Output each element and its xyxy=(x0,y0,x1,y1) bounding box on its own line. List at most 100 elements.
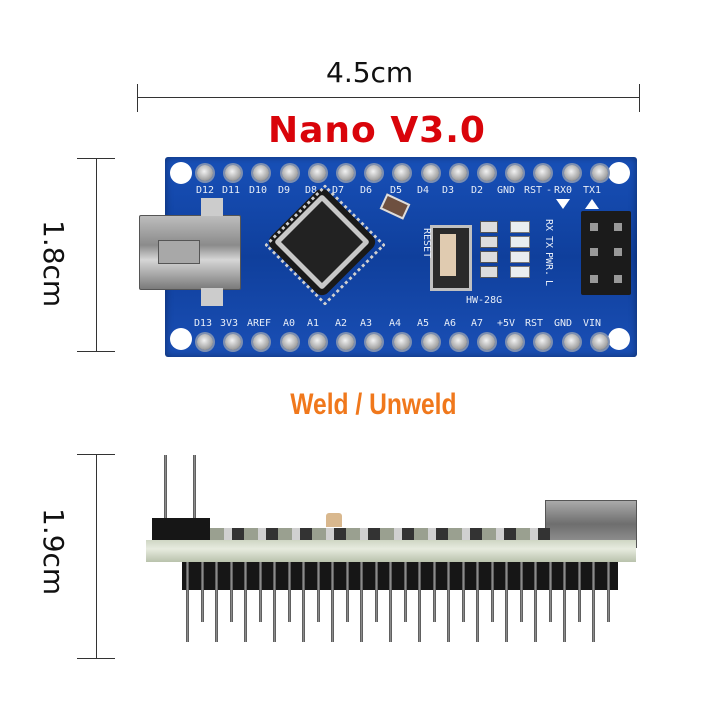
pin-pad xyxy=(281,334,298,350)
components-side xyxy=(210,528,550,542)
side-height-dimension-line xyxy=(96,454,97,659)
pin-pad xyxy=(338,165,354,181)
pin-label-d10: D10 xyxy=(248,185,268,196)
side-height-dimension-tick-top xyxy=(77,454,115,455)
side-height-dimension-tick-bottom xyxy=(77,658,115,659)
header-pin xyxy=(258,562,262,622)
pin-label-a5: A5 xyxy=(416,318,430,329)
icsp-pin xyxy=(590,275,598,283)
pin-label-d5: D5 xyxy=(389,185,403,196)
pin-label-d12: D12 xyxy=(195,185,215,196)
pin-label-dash: - xyxy=(546,185,553,196)
height-dimension-tick-top xyxy=(77,158,115,159)
header-pin xyxy=(244,562,247,642)
header-pin xyxy=(403,562,407,622)
pin-pad xyxy=(281,165,298,181)
pin-label-a3: A3 xyxy=(359,318,373,329)
header-pin xyxy=(505,562,508,642)
header-pin xyxy=(432,562,436,622)
pin-label-5v: +5V xyxy=(496,318,516,329)
pin-header-side xyxy=(182,562,618,590)
led-label-tx: TX xyxy=(543,236,554,249)
pin-pad xyxy=(225,334,242,350)
pin-label-aref: AREF xyxy=(246,318,272,329)
pin-pad xyxy=(479,334,495,350)
resistor xyxy=(480,236,498,248)
header-pin xyxy=(331,562,334,642)
product-title: Nano V3.0 xyxy=(268,110,486,151)
icsp-pin xyxy=(614,275,622,283)
height-dimension-tick-bottom xyxy=(77,351,115,352)
led-label-rx: RX xyxy=(543,219,554,232)
pin-label-tx1: TX1 xyxy=(582,185,602,196)
pin-pad xyxy=(422,165,439,181)
pin-pad xyxy=(366,334,383,350)
pin-pad xyxy=(591,334,608,350)
pin-pad xyxy=(563,165,580,181)
pin-pad xyxy=(591,165,608,181)
header-pin xyxy=(302,562,305,642)
icsp-pin xyxy=(590,248,598,256)
header-pin xyxy=(418,562,421,642)
pin-label-3v3: 3V3 xyxy=(219,318,239,329)
pin-pad xyxy=(366,165,383,181)
reset-label: RESET xyxy=(421,228,432,259)
usb-pad xyxy=(201,288,223,306)
l-led xyxy=(510,266,530,278)
width-dimension-tick-right xyxy=(639,84,640,112)
pin-label-d9: D9 xyxy=(277,185,291,196)
pin-label-d7: D7 xyxy=(331,185,345,196)
pin-pad xyxy=(422,334,439,350)
header-pin xyxy=(389,562,392,642)
led-label-pwr: PWR. xyxy=(543,252,554,277)
header-pin xyxy=(519,562,523,622)
usb-pad xyxy=(201,198,223,216)
pin-pad xyxy=(253,334,270,350)
header-pin xyxy=(229,562,233,622)
header-pin xyxy=(461,562,465,622)
icsp-header xyxy=(581,211,631,295)
pin-pad xyxy=(563,334,580,350)
side-height-dimension-label: 1.9cm xyxy=(37,508,70,596)
pin-pad xyxy=(253,165,270,181)
header-pin xyxy=(447,562,450,642)
header-pin xyxy=(273,562,276,642)
pin-pad xyxy=(338,334,354,350)
header-pin xyxy=(287,562,291,622)
led-label-l: L xyxy=(543,280,554,287)
pin-pad xyxy=(479,165,495,181)
pin-pad xyxy=(225,165,242,181)
pin-pad xyxy=(394,165,411,181)
rx-direction-arrow-icon xyxy=(556,199,570,209)
rx-led xyxy=(510,221,530,233)
tx-led xyxy=(510,236,530,248)
width-dimension-line xyxy=(137,97,640,98)
pin-label-gnd-bottom: GND xyxy=(553,318,573,329)
header-pin xyxy=(374,562,378,622)
weld-unweld-label: Weld / Unweld xyxy=(290,388,457,421)
pin-label-rx0: RX0 xyxy=(553,185,573,196)
pin-label-a7: A7 xyxy=(470,318,484,329)
header-pin xyxy=(215,562,218,642)
pin-label-d8: D8 xyxy=(304,185,318,196)
width-dimension-tick-left xyxy=(137,84,138,112)
pin-label-d6: D6 xyxy=(359,185,373,196)
icsp-pin xyxy=(590,223,598,231)
icsp-pin xyxy=(614,223,622,231)
pin-label-vin: VIN xyxy=(582,318,602,329)
nano-board-top-view xyxy=(165,157,637,357)
pin-pad xyxy=(309,165,326,181)
width-dimension-label: 4.5cm xyxy=(326,56,414,89)
header-pin xyxy=(606,562,610,622)
pin-pad xyxy=(309,334,326,350)
icsp-side-header xyxy=(152,518,210,543)
header-pin xyxy=(548,562,552,622)
header-pin xyxy=(476,562,479,642)
pin-label-a0: A0 xyxy=(282,318,296,329)
pin-label-d2: D2 xyxy=(470,185,484,196)
icsp-side-pin xyxy=(164,455,167,525)
pin-label-a6: A6 xyxy=(443,318,457,329)
header-pin xyxy=(345,562,349,622)
mounting-hole xyxy=(608,328,630,350)
pin-label-a4: A4 xyxy=(388,318,402,329)
